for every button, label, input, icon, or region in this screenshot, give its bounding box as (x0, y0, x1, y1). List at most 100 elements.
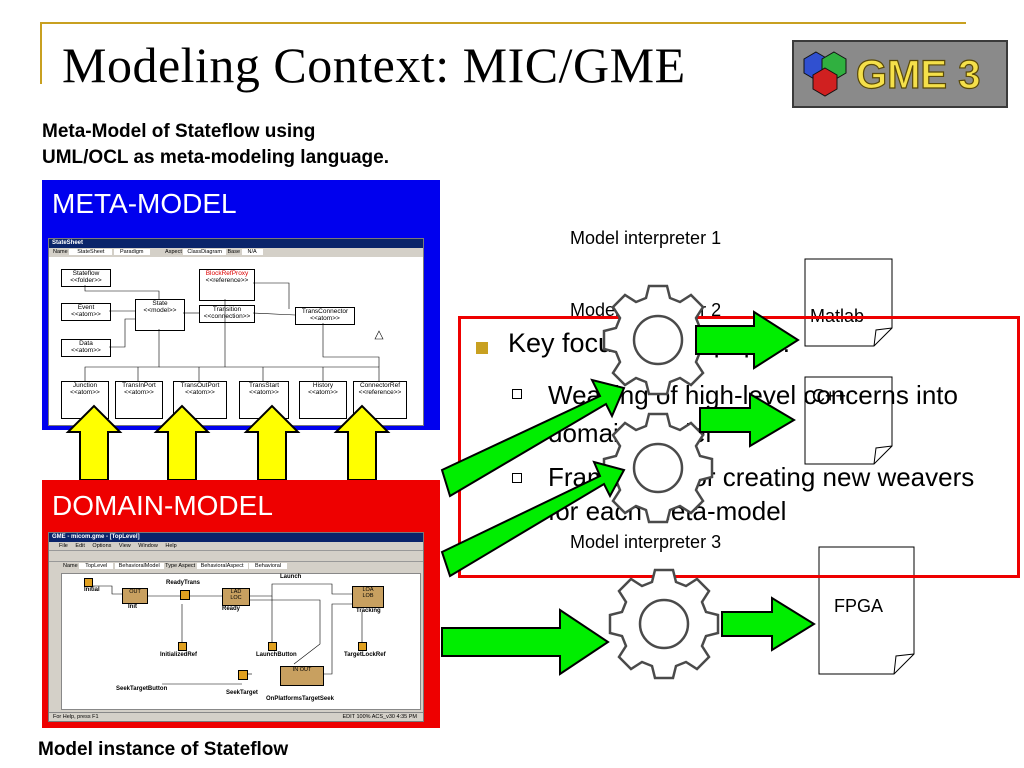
domain-menu-bar: File Edit Options View Window Help (49, 542, 423, 550)
class-transconnector[interactable]: TransConnector<<atom>> (295, 307, 355, 325)
meta-toolbar-aspect-value[interactable]: ClassDiagram (183, 249, 226, 255)
key-focus-box (458, 316, 1020, 578)
domain-window-titlebar: GME - micom.gme - [TopLevel] (49, 533, 423, 542)
menu-help[interactable]: Help (165, 543, 177, 549)
node-launchbutton[interactable] (268, 642, 277, 651)
interpreter-label-1: Model interpreter 1 (570, 228, 722, 248)
meta-connection-lines (84, 282, 384, 381)
doc-cpp (804, 376, 893, 465)
domain-toolbar-kind: BehavioralModel (114, 563, 164, 569)
node-seektarget-label: SeekTarget (226, 690, 258, 696)
domain-status-bar: For Help, press F1 EDIT 100% ACS_v30 4:3… (49, 712, 423, 721)
domain-toolbar-aspect-value[interactable]: BehavioralAspect (196, 563, 248, 569)
slide-title: Modeling Context: MIC/GME (62, 37, 686, 93)
key-focus-bullet (476, 342, 488, 354)
node-launch-label: Launch (280, 574, 302, 580)
class-state[interactable]: State<<model>> (135, 299, 185, 331)
green-arrow-to-cpp (699, 392, 796, 448)
domain-name-toolbar: Name TopLevel BehavioralModel Type Aspec… (49, 562, 423, 571)
green-arrow-to-fpga (721, 596, 816, 652)
key-item-1-bullet (512, 389, 522, 399)
caption-top-line-2: UML/OCL as meta-modeling language. (42, 147, 389, 168)
gear-icon-3 (608, 568, 720, 680)
class-transinport[interactable]: TransInPort<<atom>> (115, 381, 163, 419)
class-data[interactable]: Data<<atom>> (61, 339, 111, 357)
node-onplatformstargetseek[interactable]: IN OUT (280, 666, 324, 686)
yellow-arrow-1 (65, 404, 123, 481)
node-targetlockref-label: TargetLockRef (344, 652, 386, 658)
menu-file[interactable]: File (59, 543, 68, 549)
meta-toolbar-base-value: N/A (241, 249, 263, 255)
yellow-arrow-2 (153, 404, 211, 481)
green-arrow-upper-diagonal (440, 378, 626, 498)
menu-view[interactable]: View (118, 543, 131, 549)
node-initializedref[interactable] (178, 642, 187, 651)
node-onplatformstargetseek-label: OnPlatformsTargetSeek (266, 696, 334, 702)
node-tracking-label: Tracking (356, 608, 381, 614)
meta-toolbar-base-label: Base (227, 249, 241, 255)
status-left: For Help, press F1 (53, 714, 99, 720)
node-seektargetbutton-label: SeekTargetButton (116, 686, 168, 692)
accent-line-top (40, 22, 966, 24)
caption-top-line-1: Meta-Model of Stateflow using (42, 121, 316, 142)
node-seektarget[interactable] (238, 670, 248, 680)
node-readytrans-label: ReadyTrans (166, 580, 201, 586)
meta-window-toolbar: Name StateSheet Paradigm Aspect ClassDia… (49, 248, 423, 257)
green-arrow-lower-diagonal (440, 460, 626, 578)
meta-model-panel: META-MODEL StateSheet Name StateSheet Pa… (42, 180, 440, 430)
class-transition[interactable]: Transition<<connection>> (199, 305, 255, 323)
gme-logo: GME 3 (792, 40, 1008, 108)
status-right: EDIT 100% ACS_v30 4:35 PM (342, 714, 418, 720)
menu-window[interactable]: Window (138, 543, 158, 549)
domain-toolbar-type: Type (165, 563, 178, 569)
class-history[interactable]: History<<atom>> (299, 381, 347, 419)
node-targetlockref[interactable] (358, 642, 367, 651)
menu-edit[interactable]: Edit (75, 543, 85, 549)
domain-toolbar-base: Behavioral (249, 563, 288, 569)
class-blockrefproxy[interactable]: BlockRefProxy<<reference>> (199, 269, 255, 301)
meta-model-title: META-MODEL (52, 188, 237, 219)
class-stateflow[interactable]: Stateflow<<folder>> (61, 269, 111, 287)
node-initial[interactable]: Initial (84, 578, 100, 593)
node-init[interactable]: OUT (122, 588, 148, 604)
caption-bottom: Model instance of Stateflow (38, 739, 289, 760)
output-label-cpp: C++ (812, 386, 847, 406)
domain-model-window: GME - micom.gme - [TopLevel] File Edit O… (48, 532, 424, 722)
doc-fpga (818, 546, 915, 675)
domain-window-title: GME - micom.gme - [TopLevel] (52, 534, 140, 540)
meta-toolbar-paradigm: Paradigm (113, 249, 150, 255)
green-arrow-bottom-horizontal (441, 608, 610, 676)
domain-toolbar-name-value[interactable]: TopLevel (79, 563, 114, 569)
class-event[interactable]: Event<<atom>> (61, 303, 111, 321)
interpreter-label-3: Model interpreter 3 (570, 532, 722, 552)
output-label-fpga: FPGA (834, 596, 884, 616)
yellow-arrow-3 (243, 404, 301, 481)
menu-options[interactable]: Options (92, 543, 112, 549)
domain-model-panel: DOMAIN-MODEL GME - micom.gme - [TopLevel… (42, 480, 440, 728)
yellow-arrows (65, 404, 391, 481)
node-readytrans[interactable] (180, 590, 190, 600)
accent-line-left (40, 22, 42, 84)
domain-model-title: DOMAIN-MODEL (52, 490, 273, 521)
meta-window-titlebar: StateSheet (49, 239, 423, 248)
doc-matlab (804, 258, 893, 347)
meta-toolbar-name-label: Name (53, 249, 68, 255)
domain-toolbar-aspect-label: Aspect (178, 563, 196, 569)
meta-toolbar-name-value[interactable]: StateSheet (69, 249, 113, 255)
node-init-label: Init (128, 604, 137, 610)
node-launchbutton-label: LaunchButton (256, 652, 297, 658)
domain-icon-toolbar (49, 550, 423, 562)
domain-toolbar-name-label: Name (63, 563, 78, 569)
node-initializedref-label: InitializedRef (160, 652, 198, 658)
yellow-arrow-4 (333, 404, 391, 481)
logo-text: GME 3 (856, 53, 980, 97)
node-ready-label: Ready (222, 606, 241, 612)
meta-toolbar-aspect-label: Aspect (165, 249, 182, 255)
key-item-2-bullet (512, 473, 522, 483)
green-arrow-to-matlab (695, 310, 800, 370)
meta-window-title: StateSheet (52, 240, 84, 246)
